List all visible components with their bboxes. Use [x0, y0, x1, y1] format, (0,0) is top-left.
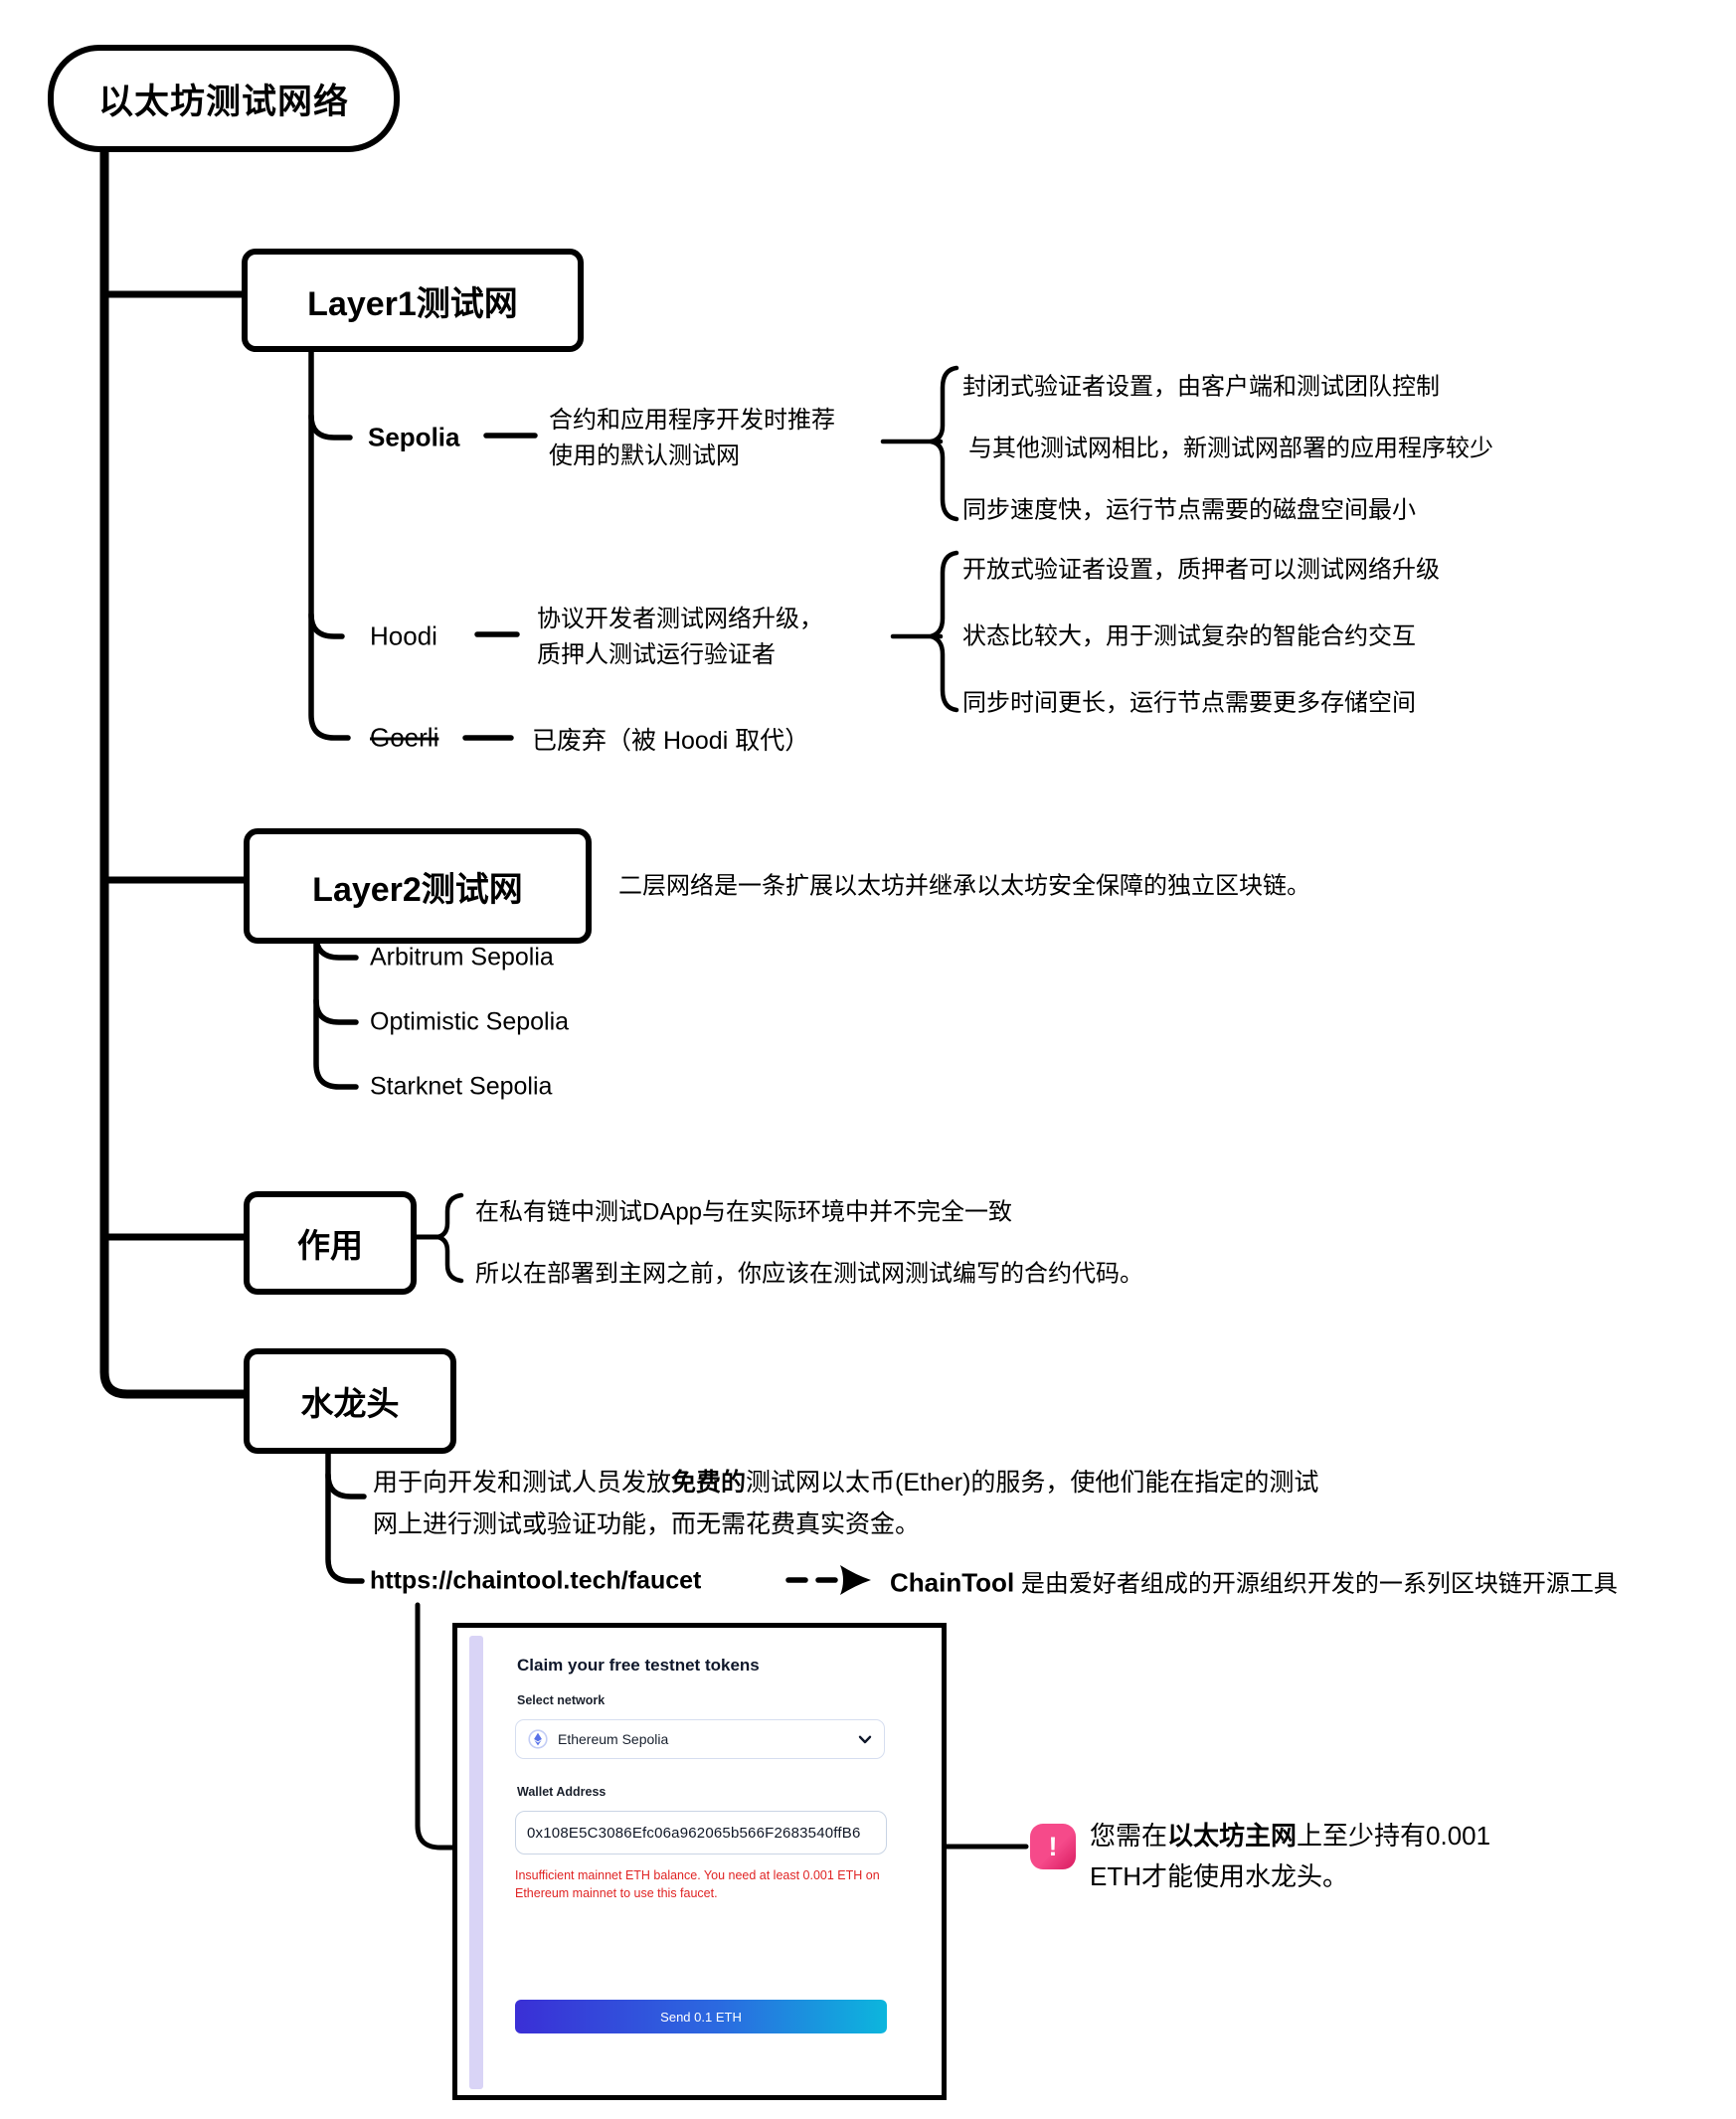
sepolia-note-2: 与其他测试网相比，新测试网部署的应用程序较少: [968, 435, 1493, 462]
warning-bold: 以太坊主网: [1167, 1821, 1298, 1851]
wallet-address-value: 0x108E5C3086Efc06a962065b566F2683540ffB6: [527, 1824, 861, 1842]
faucet-desc: 用于向开发和测试人员发放免费的测试网以太币(Ether)的服务，使他们能在指定的…: [373, 1469, 1319, 1538]
goerli-desc: 已废弃（被 Hoodi 取代）: [532, 727, 810, 755]
wallet-address-input[interactable]: 0x108E5C3086Efc06a962065b566F2683540ffB6: [515, 1811, 887, 1854]
layer2-note: 二层网络是一条扩展以太坊并继承以太坊安全保障的独立区块链。: [618, 872, 1310, 900]
ethereum-icon: [528, 1729, 548, 1749]
screenshot-left-accent: [469, 1636, 483, 2089]
mainnet-warning: 您需在以太坊主网上至少持有0.001 ETH才能使用水龙头。: [1090, 1821, 1491, 1891]
chaintool-note: ChainTool 是由爱好者组成的开源组织开发的一系列区块链开源工具: [890, 1567, 1618, 1598]
arrow-head-icon: [840, 1565, 871, 1595]
select-network-label: Select network: [517, 1693, 606, 1707]
layer2-node: Layer2测试网: [244, 828, 592, 944]
layer1-label: Layer1测试网: [307, 284, 518, 323]
layer2-child-starknet: Starknet Sepolia: [370, 1072, 553, 1101]
faucet-desc-bold: 免费的: [671, 1469, 747, 1497]
layer2-child-arbitrum: Arbitrum Sepolia: [370, 943, 554, 971]
layer2-child-optimistic: Optimistic Sepolia: [370, 1007, 570, 1036]
faucet-screenshot: Claim your free testnet tokens Select ne…: [452, 1623, 947, 2100]
root-label: 以太坊测试网络: [97, 82, 349, 121]
faucet-card-title: Claim your free testnet tokens: [517, 1656, 760, 1675]
hoodi-note-3: 同步时间更长，运行节点需要更多存储空间: [962, 689, 1416, 717]
wallet-address-label: Wallet Address: [517, 1785, 607, 1799]
hoodi-note-1: 开放式验证者设置，质押者可以测试网络升级: [962, 556, 1440, 584]
leaf-goerli: Goerli: [370, 722, 439, 753]
network-select[interactable]: Ethereum Sepolia: [515, 1719, 885, 1759]
layer2-label: Layer2测试网: [312, 870, 523, 909]
network-value: Ethereum Sepolia: [558, 1731, 669, 1747]
sepolia-desc: 合约和应用程序开发时推荐 使用的默认测试网: [549, 407, 835, 469]
root-node: 以太坊测试网络: [48, 45, 400, 152]
role-label: 作用: [297, 1227, 363, 1264]
insufficient-balance-error: Insufficient mainnet ETH balance. You ne…: [515, 1868, 880, 1901]
faucet-label: 水龙头: [300, 1385, 400, 1422]
chevron-down-icon[interactable]: [858, 1735, 872, 1744]
leaf-sepolia: Sepolia: [368, 422, 460, 452]
sepolia-note-3: 同步速度快，运行节点需要的磁盘空间最小: [962, 496, 1416, 524]
leaf-hoodi: Hoodi: [370, 620, 437, 651]
faucet-url-link[interactable]: https://chaintool.tech/faucet: [370, 1566, 702, 1595]
faucet-node: 水龙头: [244, 1348, 456, 1454]
chaintool-name: ChainTool: [890, 1567, 1015, 1598]
send-eth-button[interactable]: Send 0.1 ETH: [515, 2000, 887, 2033]
role-node: 作用: [244, 1191, 417, 1295]
sepolia-note-1: 封闭式验证者设置，由客户端和测试团队控制: [962, 373, 1440, 401]
warning-icon: !: [1030, 1824, 1076, 1869]
hoodi-desc: 协议开发者测试网络升级， 质押人测试运行验证者: [537, 606, 823, 668]
role-line-2: 所以在部署到主网之前，你应该在测试网测试编写的合约代码。: [475, 1260, 1143, 1288]
role-line-1: 在私有链中测试DApp与在实际环境中并不完全一致: [475, 1198, 1013, 1226]
hoodi-note-2: 状态比较大，用于测试复杂的智能合约交互: [962, 622, 1416, 650]
layer1-node: Layer1测试网: [242, 249, 584, 352]
